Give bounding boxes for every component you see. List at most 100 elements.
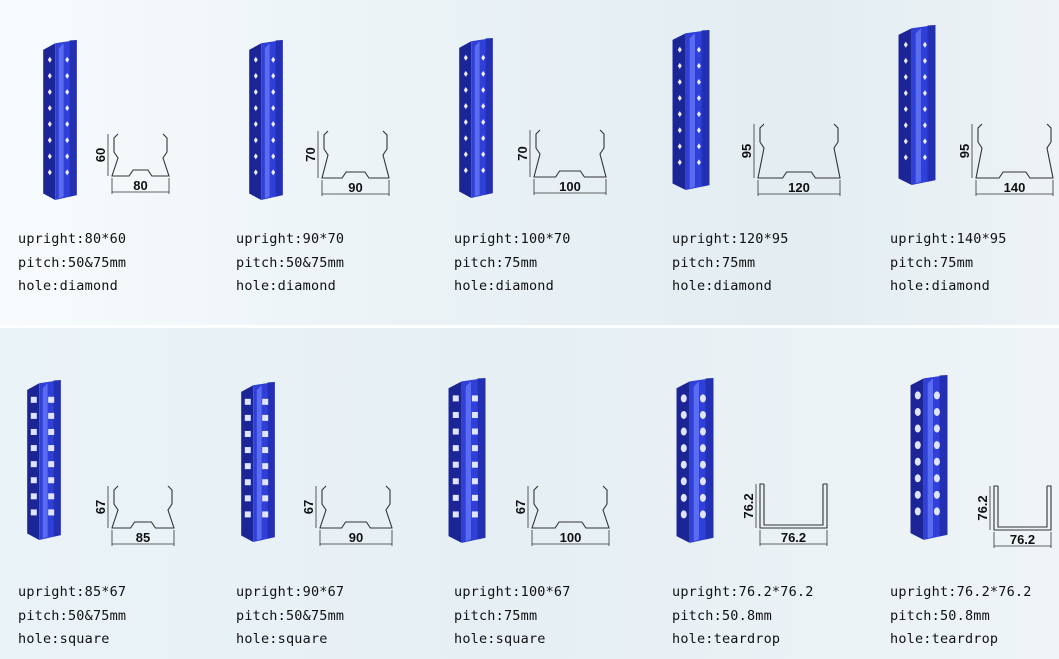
upright-hole	[452, 428, 459, 435]
upright-size-text: upright:90*67	[236, 584, 345, 600]
upright-hole	[471, 411, 478, 418]
hole-text: hole:diamond	[236, 278, 336, 294]
upright-hole	[253, 153, 258, 160]
upright-hole	[47, 137, 52, 144]
spec-block: upright:100*70 pitch:75mm hole:diamond	[454, 228, 664, 299]
upright-hole	[30, 509, 37, 516]
hole-text: hole:square	[454, 631, 546, 647]
upright-hole	[253, 121, 258, 128]
upright-hole	[244, 398, 251, 405]
upright-hole	[903, 41, 908, 48]
upright-hole	[452, 478, 459, 485]
upright-hole	[48, 509, 55, 516]
upright-hole	[903, 106, 908, 113]
upright-hole	[47, 88, 52, 95]
upright-image	[672, 30, 710, 191]
upright-size-text: upright:76.2*76.2	[672, 584, 814, 600]
upright-hole	[262, 430, 269, 437]
profile-width-label: 85	[136, 530, 150, 545]
profile-height-label: 67	[301, 500, 316, 514]
upright-hole	[262, 495, 269, 502]
upright-hole	[680, 510, 687, 519]
upright-hole	[471, 478, 478, 485]
upright-size-text: upright:100*70	[454, 231, 571, 247]
hole-text: hole:diamond	[18, 278, 118, 294]
upright-hole	[471, 461, 478, 468]
spec-block: upright:140*95 pitch:75mm hole:diamond	[890, 228, 1059, 299]
profile-width-label: 80	[133, 178, 147, 193]
upright-hole	[48, 477, 55, 484]
upright-size-text: upright:80*60	[18, 231, 127, 247]
upright-hole	[677, 143, 682, 150]
upright-hole	[244, 414, 251, 421]
upright-hole	[48, 428, 55, 435]
upright-hole	[914, 407, 921, 416]
upright-hole	[933, 441, 940, 450]
pitch-text: pitch:50&75mm	[18, 254, 127, 271]
upright-hole	[699, 410, 706, 419]
upright-hole	[65, 72, 70, 79]
upright-hole	[922, 90, 927, 97]
upright-hole	[65, 153, 70, 160]
upright-hole	[48, 461, 55, 468]
upright-hole	[471, 395, 478, 402]
upright-hole	[933, 424, 940, 433]
upright-image	[448, 378, 486, 543]
upright-hole	[30, 477, 37, 484]
upright-hole	[463, 151, 468, 158]
profile-height-label: 76.2	[741, 493, 756, 518]
upright-hole	[452, 395, 459, 402]
upright-hole	[47, 56, 52, 63]
upright-hole	[696, 111, 701, 118]
upright-hole	[696, 95, 701, 102]
row-divider	[0, 325, 1059, 328]
upright-hole	[271, 105, 276, 112]
upright-hole	[696, 127, 701, 134]
upright-size-text: upright:85*67	[18, 584, 127, 600]
upright-hole	[903, 138, 908, 145]
upright-image	[241, 382, 275, 543]
upright-hole	[452, 494, 459, 501]
upright-hole	[30, 412, 37, 419]
upright-hole	[914, 441, 921, 450]
upright-hole	[463, 70, 468, 77]
product-card: 70 100 upright:100*70 pitch:75mm hole:dia…	[454, 0, 664, 320]
upright-hole	[47, 169, 52, 176]
upright-hole	[914, 507, 921, 516]
upright-hole	[262, 414, 269, 421]
profile-width-label: 100	[559, 179, 581, 194]
upright-size-text: upright:76.2*76.2	[890, 584, 1032, 600]
upright-hole	[271, 121, 276, 128]
upright-hole	[47, 72, 52, 79]
upright-hole	[914, 424, 921, 433]
profile-height-label: 70	[515, 146, 530, 160]
profile-width-label: 140	[1004, 180, 1026, 195]
upright-hole	[933, 457, 940, 466]
spec-block: upright:90*67 pitch:50&75mm hole:square	[236, 581, 446, 652]
upright-hole	[65, 88, 70, 95]
upright-hole	[471, 494, 478, 501]
profile-height-label: 95	[957, 144, 972, 158]
upright-image	[43, 40, 77, 201]
upright-hole	[452, 511, 459, 518]
upright-hole	[903, 57, 908, 64]
upright-hole	[933, 490, 940, 499]
upright-hole	[699, 477, 706, 486]
profile-width-label: 90	[348, 180, 362, 195]
profile-diagram: 76.276.2	[975, 485, 1052, 548]
upright-hole	[699, 493, 706, 502]
upright-hole	[271, 137, 276, 144]
upright-hole	[903, 90, 908, 97]
upright-hole	[253, 105, 258, 112]
upright-hole	[65, 105, 70, 112]
upright-hole	[244, 463, 251, 470]
hole-text: hole:diamond	[454, 278, 554, 294]
upright-hole	[696, 46, 701, 53]
profile-height-label: 67	[513, 500, 528, 514]
upright-hole	[481, 119, 486, 126]
upright-hole	[699, 444, 706, 453]
